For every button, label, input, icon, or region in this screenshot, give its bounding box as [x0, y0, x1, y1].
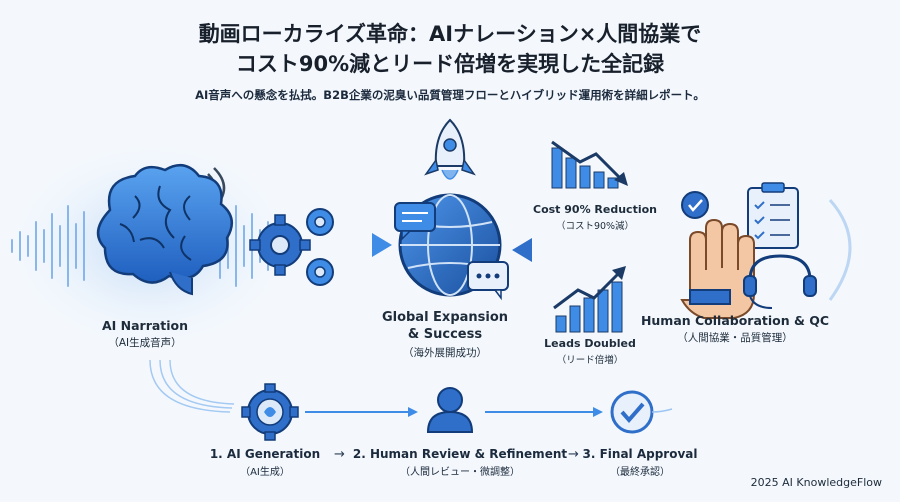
ai-narration-title: AI Narration [101, 318, 189, 333]
global-expansion-title-2: & Success [407, 327, 483, 342]
brain-gear-step-icon [241, 383, 299, 441]
flow-lines [149, 359, 235, 413]
title-line-2: コスト90%減とリード倍増を実現した全記録 [235, 52, 665, 76]
step-final-approval: 3. Final Approval （最終承認） [570, 447, 710, 478]
gear-icon-small-bottom [306, 258, 334, 286]
cost-reduction-label: Cost 90% Reduction （コスト90%減） [525, 203, 665, 232]
title-line-1: 動画ローカライズ革命：AIナレーション×人間協業で [198, 22, 702, 46]
ai-narration-label: AI Narration （AI生成音声） [70, 318, 220, 350]
chat-bubble-icon-left [394, 202, 436, 241]
cost-reduction-subtitle: （コスト90%減） [555, 221, 635, 232]
approval-check-step-icon [610, 390, 673, 434]
human-collaboration-title: Human Collaboration & QC [640, 313, 830, 328]
cost-reduction-title: Cost 90% Reduction [533, 203, 657, 216]
global-expansion-label: Global Expansion & Success （海外展開成功） [360, 309, 530, 360]
human-collaboration-label: Human Collaboration & QC （人間協業・品質管理） [640, 313, 830, 345]
rocket-icon [424, 118, 476, 180]
person-step-icon [426, 387, 474, 433]
headset-icon [743, 254, 817, 309]
global-expansion-title-1: Global Expansion [381, 310, 509, 325]
human-collaboration-subtitle: （人間協業・品質管理） [677, 332, 793, 344]
leads-doubled-label: Leads Doubled （リード倍増） [540, 337, 640, 366]
step-arrow-glyph-1: → [334, 447, 345, 462]
leads-up-chart-icon [553, 266, 626, 333]
footer-credit: 2025 AI KnowledgeFlow [750, 476, 882, 489]
step-2-subtitle: （人間レビュー・微調整） [400, 467, 520, 478]
step-ai-generation: 1. AI Generation （AI生成） [195, 447, 335, 478]
checklist-icon [747, 182, 799, 249]
step-arrow-glyph-2: → [568, 447, 579, 462]
right-light-arc [828, 199, 852, 301]
brain-icon [96, 163, 234, 296]
step-1-subtitle: （AI生成） [240, 467, 290, 478]
gear-icon-small-top [306, 208, 334, 236]
hand-icon [680, 218, 755, 319]
leads-doubled-subtitle: （リード倍増） [556, 355, 624, 366]
step-3-subtitle: （最終承認） [610, 467, 670, 478]
leads-doubled-title: Leads Doubled [544, 337, 636, 350]
step-3-title: 3. Final Approval [582, 447, 698, 461]
step-1-title: 1. AI Generation [209, 447, 321, 461]
step-human-review: 2. Human Review & Refinement （人間レビュー・微調整… [350, 447, 570, 478]
step-2-title: 2. Human Review & Refinement [352, 447, 568, 461]
chat-bubble-icon-right [467, 261, 509, 301]
global-expansion-subtitle: （海外展開成功） [403, 347, 487, 359]
ai-narration-subtitle: （AI生成音声） [108, 337, 182, 349]
checkmark-badge-icon [681, 191, 709, 219]
cost-down-chart-icon [551, 140, 628, 189]
subtitle: AI音声への懸念を払拭。B2B企業の泥臭い品質管理フローとハイブリッド運用術を詳… [195, 88, 705, 102]
